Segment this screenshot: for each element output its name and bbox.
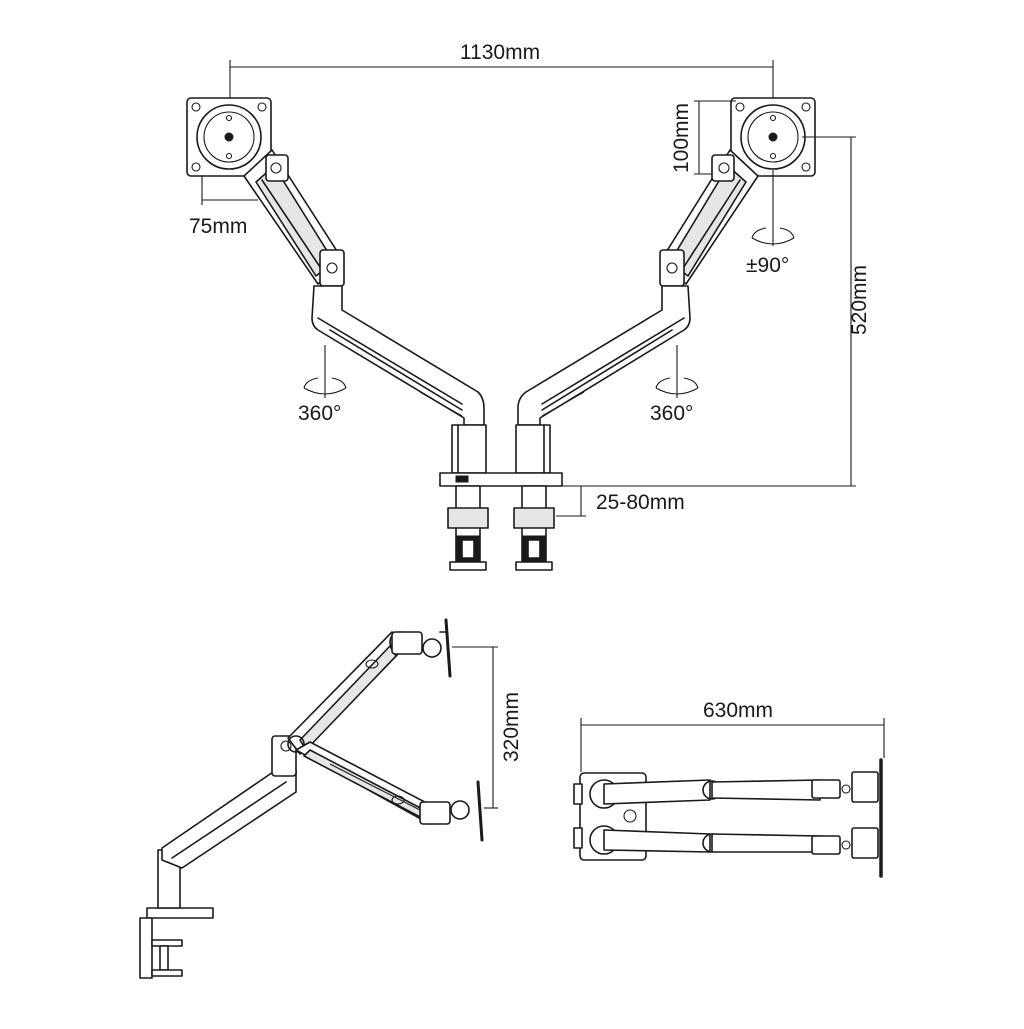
- right-upper-arm: [659, 149, 759, 287]
- top-depth-label: 630mm: [703, 699, 773, 722]
- right-swivel-label: 360°: [650, 402, 693, 425]
- left-pole: [451, 424, 487, 474]
- right-pole: [515, 424, 551, 474]
- vesa-width-dimension: 75mm: [189, 176, 258, 238]
- right-lower-arm: [517, 285, 691, 426]
- front-view: 1130mm 75mm: [186, 41, 871, 571]
- total-width-label: 1130mm: [460, 41, 540, 64]
- vesa-height-label: 100mm: [670, 103, 693, 173]
- right-swivel-indicator: 360°: [650, 345, 699, 425]
- side-height-dimension: 320mm: [452, 646, 523, 809]
- top-view: 630mm: [573, 699, 885, 878]
- left-swivel-label: 360°: [298, 402, 341, 425]
- desk-base-plate: [439, 472, 563, 487]
- top-depth-dimension: 630mm: [580, 699, 885, 772]
- left-swivel-indicator: 360°: [298, 345, 347, 425]
- total-width-dimension: 1130mm: [229, 41, 774, 138]
- side-view: 320mm: [139, 618, 523, 979]
- side-height-label: 320mm: [500, 692, 523, 762]
- clamp-thickness-label: 25-80mm: [596, 491, 685, 514]
- tilt-rotation-label: ±90°: [746, 254, 789, 277]
- clamp-thickness-dimension: 25-80mm: [556, 486, 685, 517]
- tilt-rotation-indicator: ±90°: [746, 170, 795, 277]
- height-label: 520mm: [848, 265, 871, 335]
- desk-clamps: [447, 485, 555, 571]
- left-upper-arm: [243, 149, 345, 287]
- height-dimension: 520mm: [560, 136, 871, 487]
- vesa-width-label: 75mm: [189, 215, 247, 238]
